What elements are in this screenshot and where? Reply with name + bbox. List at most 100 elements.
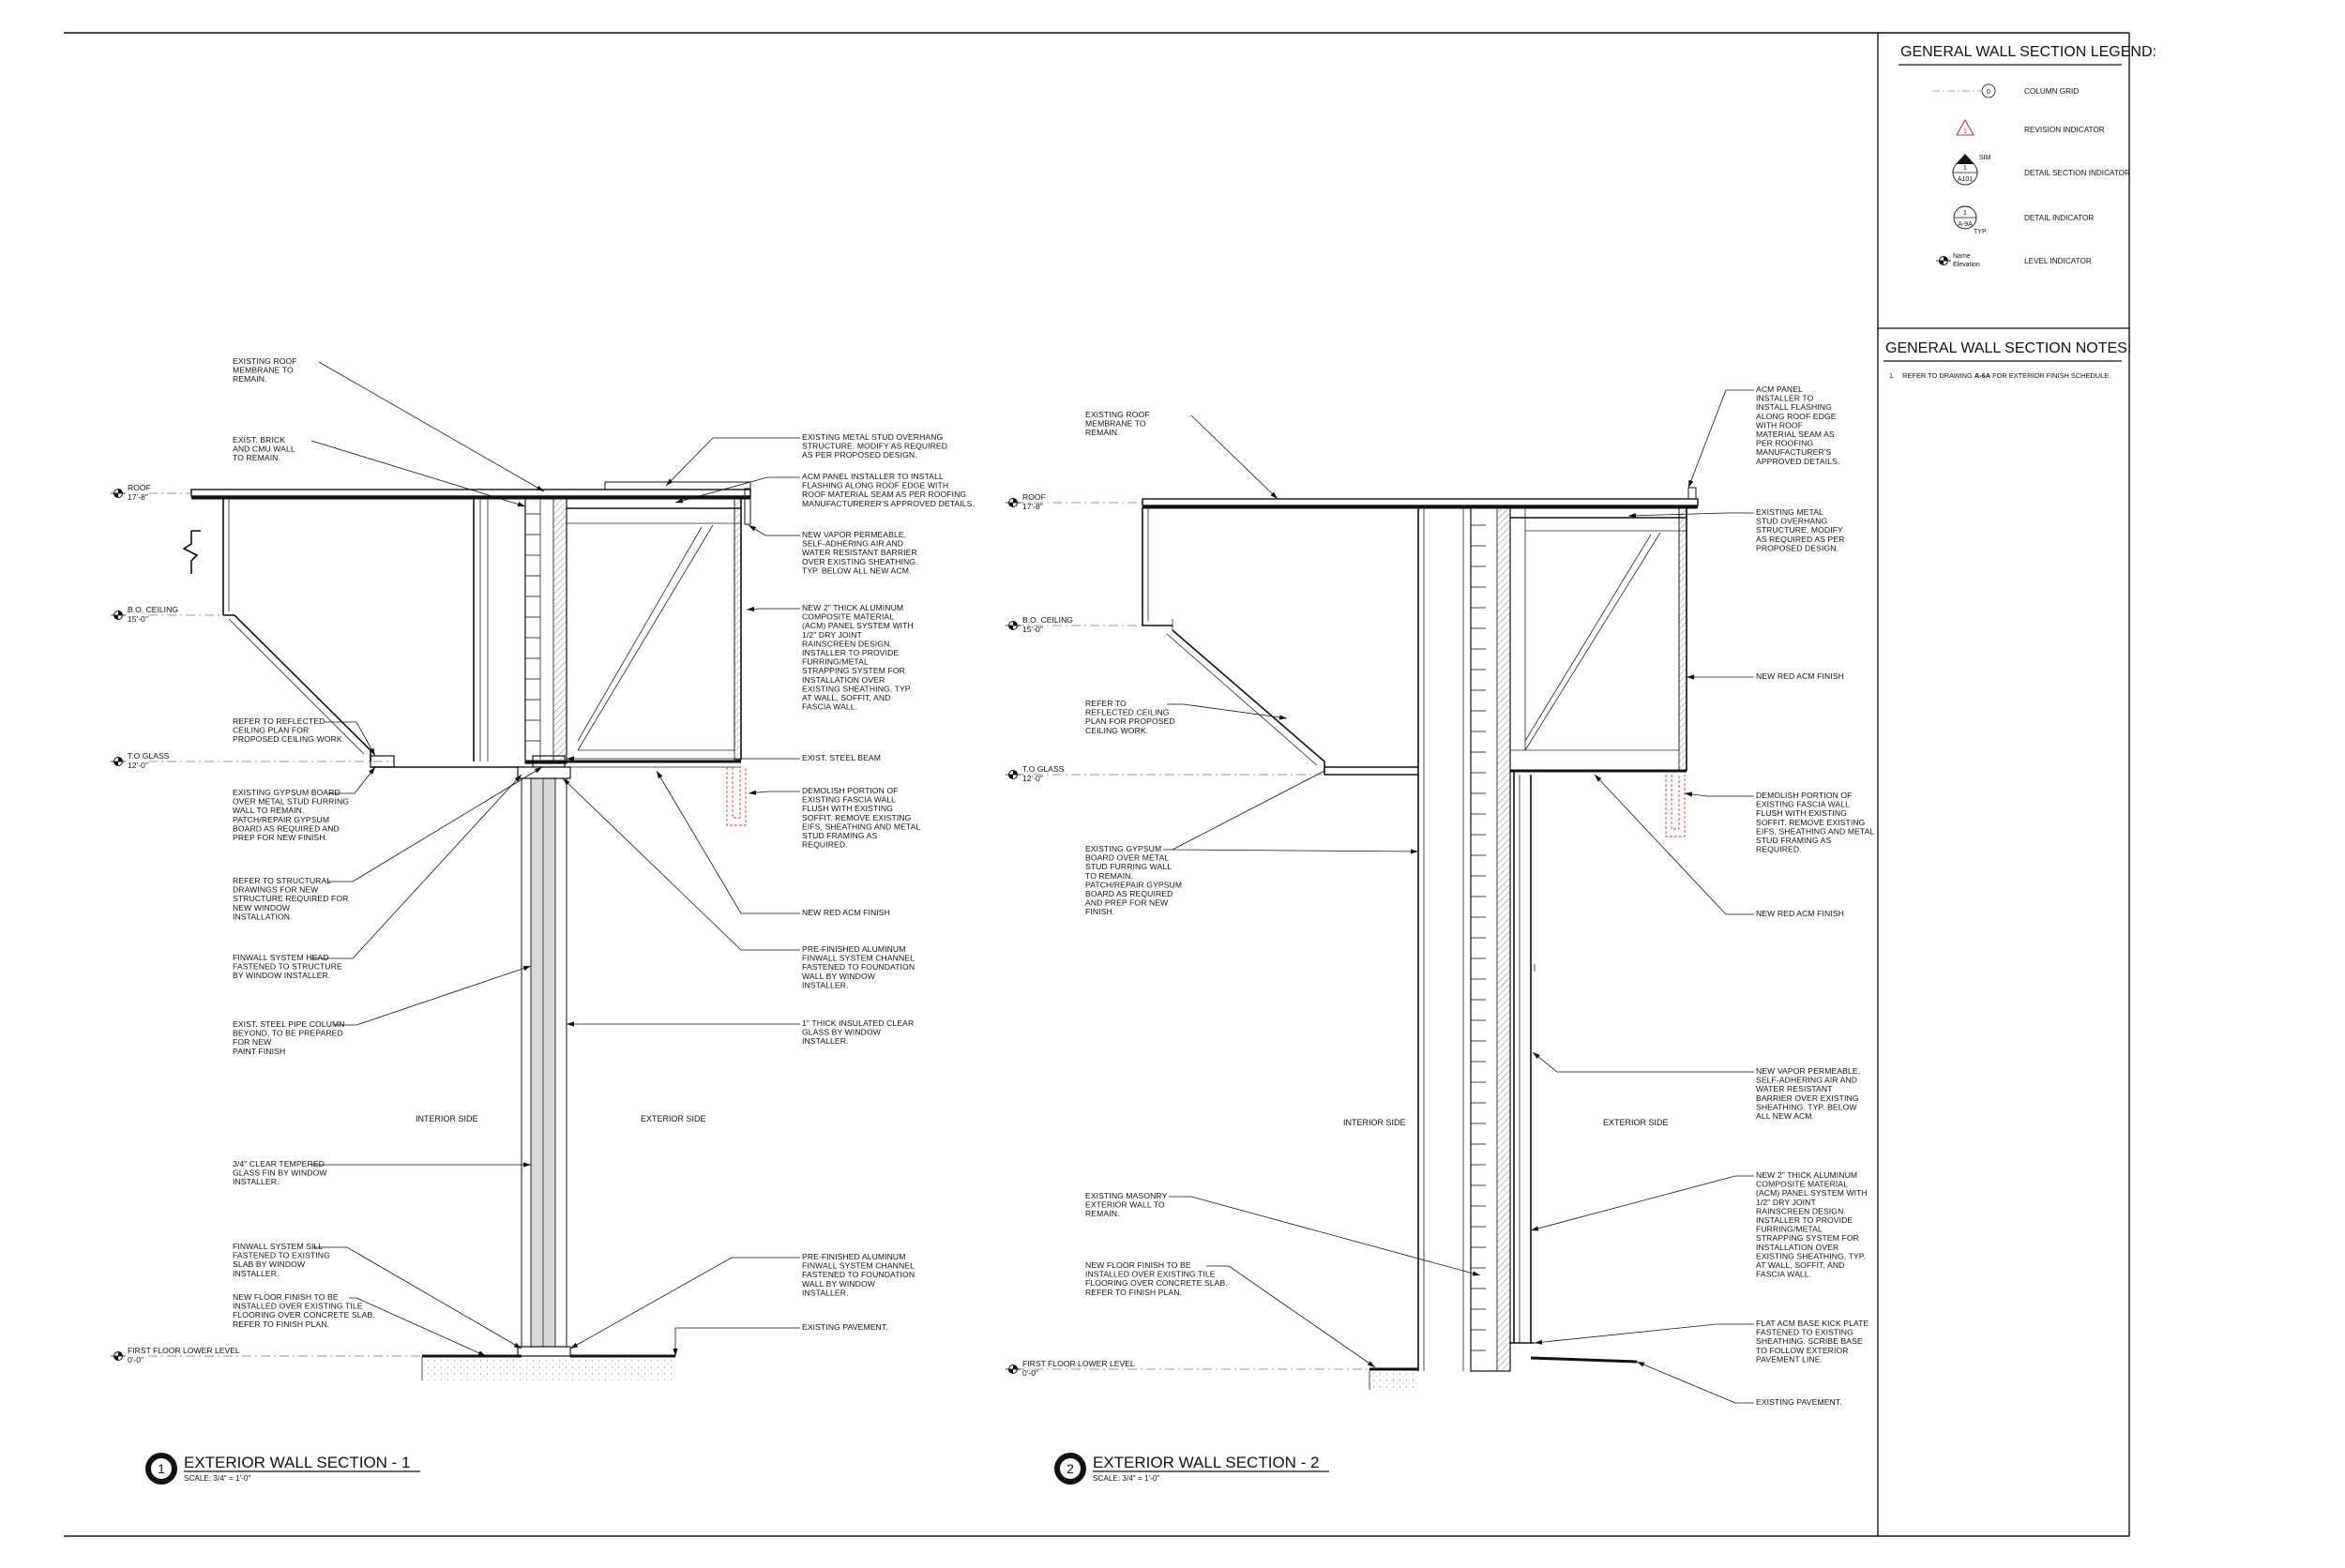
sheet-number: A101 — [1958, 176, 1973, 183]
section-title-text: EXTERIOR WALL SECTION - 1 — [184, 1454, 411, 1471]
level-elevation: 12'-0" — [1022, 774, 1043, 783]
level-elevation: 15'-0" — [1022, 625, 1043, 634]
section-2-drawing — [1015, 487, 1699, 1392]
note-s2-right-6: NEW VAPOR PERMEABLE,SELF-ADHERING AIR AN… — [1756, 1066, 1860, 1121]
note-s2-right-5: NEW RED ACM FINISH — [1756, 909, 1844, 918]
section-number: 1 — [158, 1461, 165, 1476]
section-1-drawing — [148, 481, 751, 1380]
level-target-icon — [1006, 498, 1021, 507]
level-elevation: 0'-0" — [1022, 1368, 1038, 1378]
drawing-reference: A-6A — [1974, 371, 1991, 380]
level-elevation: 17'-8" — [1022, 502, 1043, 511]
level-target-icon — [1006, 621, 1021, 630]
leader-lines — [310, 361, 1754, 1404]
level-elevation: 12'-0" — [128, 761, 148, 770]
level-name: T.O GLASS — [1022, 764, 1065, 774]
note-s1-right-7: NEW RED ACM FINISH — [802, 908, 890, 917]
level-name: ROOF — [128, 483, 151, 492]
level-name-sample: Name — [1953, 253, 1971, 260]
section-title-text: EXTERIOR WALL SECTION - 2 — [1093, 1454, 1320, 1471]
section-scale: SCALE: 3/4" = 1'-0" — [1093, 1474, 1159, 1483]
note-s1-right-5: EXIST. STEEL BEAM — [802, 753, 881, 762]
legend-label: DETAIL SECTION INDICATOR — [2024, 169, 2130, 177]
grid-bubble-label: 0 — [1987, 89, 1990, 96]
sheet-number: A-9A — [1958, 221, 1973, 228]
note-s1-right-11: EXISTING PAVEMENT. — [802, 1322, 888, 1332]
section-title-2: 2 EXTERIOR WALL SECTION - 2 SCALE: 3/4" = … — [1054, 1453, 1329, 1485]
legend-label: LEVEL INDICATOR — [2024, 257, 2092, 265]
column-grid-icon: 0 — [1932, 83, 1996, 98]
section-number: 2 — [1067, 1461, 1074, 1476]
detail-number: 1 — [1963, 210, 1967, 217]
legend-item-1: 0 COLUMN GRID — [1932, 83, 2079, 98]
level-name: FIRST FLOOR LOWER LEVEL — [128, 1346, 240, 1355]
interior-side-label: INTERIOR SIDE — [416, 1114, 478, 1123]
level-target-icon — [1006, 1364, 1021, 1374]
sheet-frame — [64, 32, 2130, 1537]
detail-number: 1 — [1963, 165, 1967, 172]
note-s2-right-9: EXISTING PAVEMENT. — [1756, 1397, 1842, 1407]
legend-label: COLUMN GRID — [2024, 87, 2079, 96]
section-titles: 1 EXTERIOR WALL SECTION - 1 SCALE: 3/4" = … — [145, 1453, 1329, 1485]
level-elevation: 15'-0" — [128, 614, 148, 624]
level-target-icon — [111, 611, 126, 620]
revision-triangle-icon: 1 — [1956, 118, 1974, 136]
level-name: T.O GLASS — [128, 751, 170, 761]
level-target-icon — [111, 757, 126, 766]
level-target-icon — [1006, 770, 1021, 779]
level-target-icon — [111, 489, 126, 498]
level-name: FIRST FLOOR LOWER LEVEL — [1022, 1359, 1135, 1368]
legend-panel: GENERAL WALL SECTION LEGEND: 0 COLUMN GRID… — [1878, 44, 2156, 380]
legend-title: GENERAL WALL SECTION LEGEND: — [1900, 44, 2156, 60]
legend-label: DETAIL INDICATOR — [2024, 214, 2094, 222]
general-note-1: 1.REFER TO DRAWING A-6A FOR EXTERIOR FIN… — [1889, 371, 2110, 380]
note-s2-right-3: NEW RED ACM FINISH — [1756, 671, 1844, 681]
sim-tag: SIM — [1979, 155, 1991, 161]
level-elevation: 17'-8" — [128, 492, 148, 502]
note-s1-right-3: NEW VAPOR PERMEABLE,SELF-ADHERING AIR AN… — [802, 530, 918, 575]
level-name: B.O. CEILING — [1022, 615, 1073, 625]
